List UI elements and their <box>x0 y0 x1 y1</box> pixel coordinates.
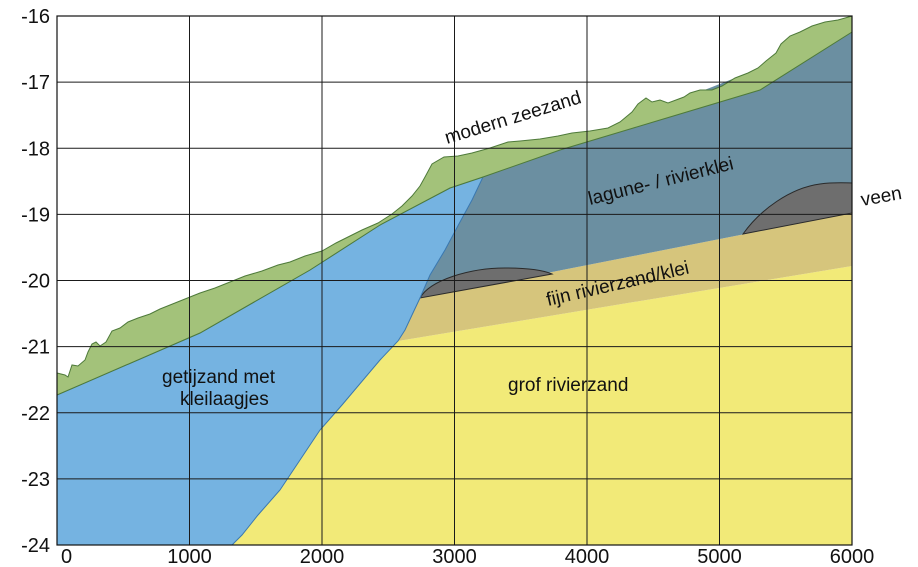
y-tick-label: -16 <box>21 6 50 28</box>
y-tick-label: -18 <box>21 138 50 160</box>
y-tick-label: -19 <box>21 204 50 226</box>
label-grof-rivierzand: grof rivierzand <box>508 375 628 396</box>
x-tick-label: 1000 <box>167 546 212 567</box>
y-tick-label: -24 <box>21 535 50 557</box>
x-tick-label: 2000 <box>300 546 345 567</box>
modern-zeezand-layer <box>56 15 853 396</box>
y-tick-label: -17 <box>21 72 50 94</box>
veen-lens-right <box>741 182 853 235</box>
x-tick-label: 4000 <box>565 546 610 567</box>
fijn-rivierzand-layer <box>398 213 852 341</box>
y-tick-label: -23 <box>21 469 50 491</box>
grof-rivierzand-layer <box>232 266 852 545</box>
x-tick-label: 6000 <box>830 546 875 567</box>
lagune-rivierklei-layer <box>420 32 852 298</box>
y-tick-label: -20 <box>21 271 50 293</box>
x-tick-label: 0 <box>61 546 72 567</box>
plot-border <box>56 15 853 546</box>
label-getijzand-line2: kleilaagjes <box>180 389 269 410</box>
y-tick-label: -22 <box>21 403 50 425</box>
y-tick-label: -21 <box>21 337 50 359</box>
y-axis-ticks: -16 -17 -18 -19 -20 -21 -22 -23 -24 <box>21 6 50 557</box>
x-tick-label: 5000 <box>697 546 742 567</box>
veen-lens-left <box>419 267 554 299</box>
plot-area <box>56 15 853 546</box>
x-axis-ticks: 0 1000 2000 3000 4000 5000 6000 <box>61 546 874 567</box>
label-getijzand-line1: getijzand met <box>162 367 276 388</box>
x-tick-label: 3000 <box>432 546 477 567</box>
